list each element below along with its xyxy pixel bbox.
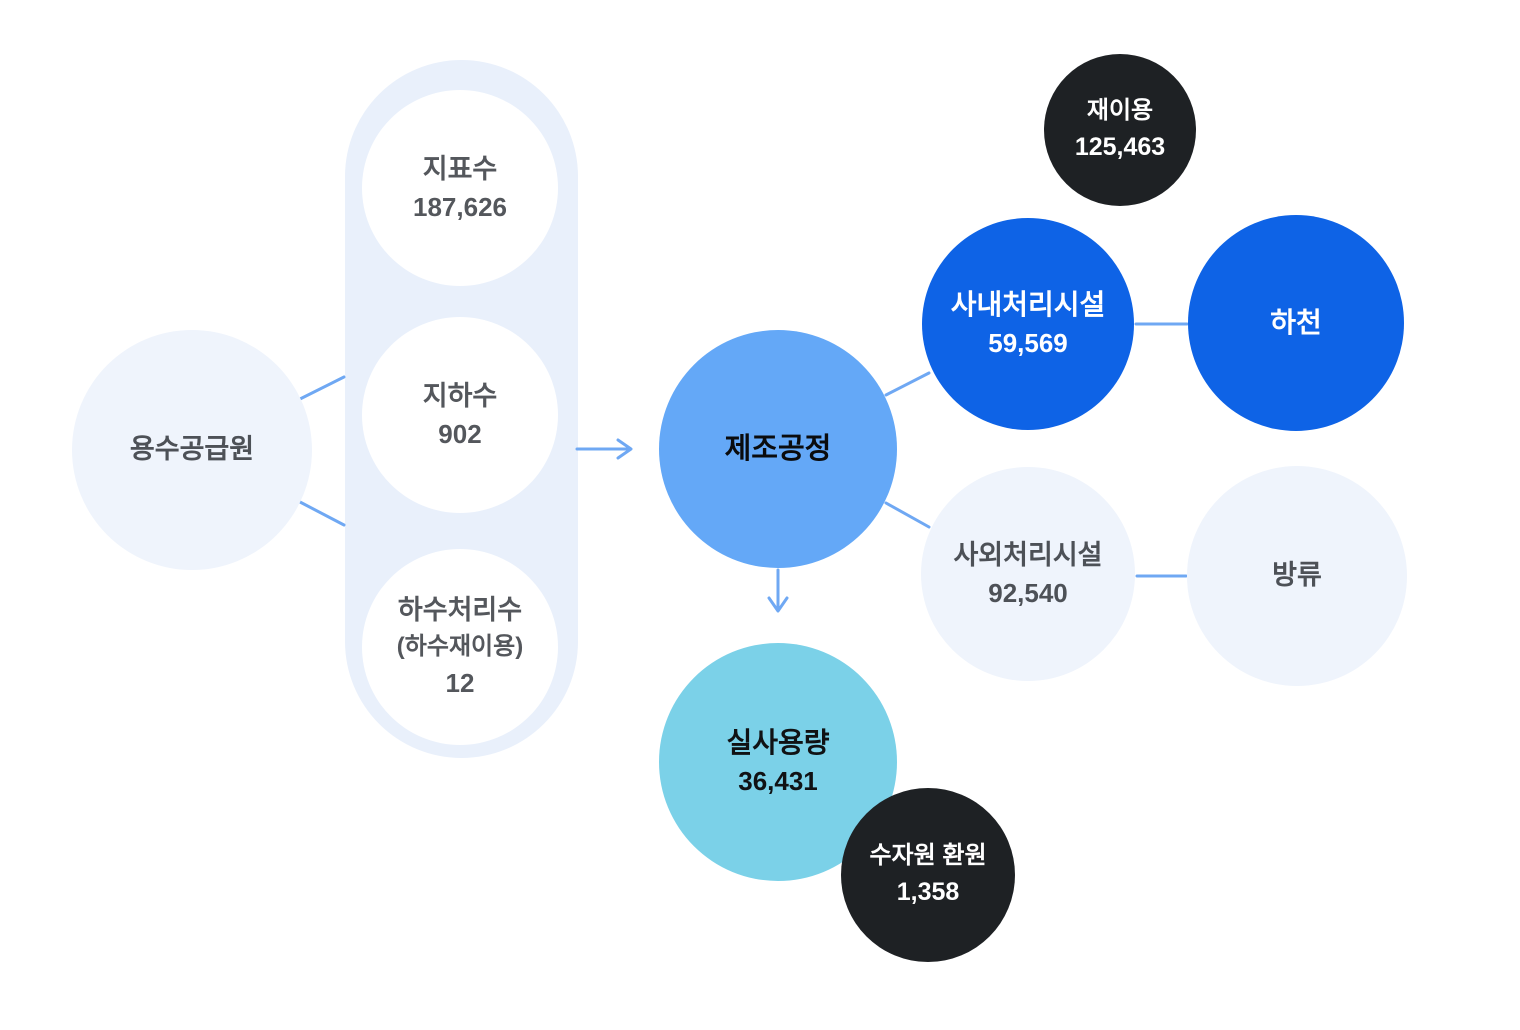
node-water-supply-source: 용수공급원	[72, 330, 312, 570]
node-sewage-treated-water: 하수처리수 (하수재이용) 12	[362, 549, 558, 745]
node-value: 12	[445, 668, 475, 699]
node-value: 59,569	[988, 328, 1068, 359]
node-ground-water: 지하수 902	[362, 317, 558, 513]
node-label: 수자원 환원	[869, 842, 987, 870]
node-value: 36,431	[738, 766, 818, 797]
node-river: 하천	[1188, 215, 1404, 431]
node-internal-treatment-facility: 사내처리시설 59,569	[922, 218, 1134, 430]
node-label: 하수처리수	[397, 595, 523, 626]
link-source-pill-upper	[298, 375, 346, 401]
node-surface-water: 지표수 187,626	[362, 90, 558, 286]
node-reuse: 재이용 125,463	[1044, 54, 1196, 206]
node-label: 용수공급원	[129, 434, 255, 465]
node-label: 제조공정	[724, 432, 832, 465]
node-sublabel: (하수재이용)	[396, 633, 524, 661]
node-value: 187,626	[413, 191, 507, 222]
node-discharge: 방류	[1187, 466, 1407, 686]
node-value: 902	[438, 418, 482, 449]
node-label: 방류	[1272, 560, 1322, 591]
link-source-pill-lower	[298, 500, 346, 527]
link-process-external	[884, 501, 931, 529]
node-value: 1,358	[896, 878, 960, 907]
node-label: 실사용량	[726, 726, 830, 758]
node-label: 지하수	[422, 380, 498, 411]
node-label: 재이용	[1086, 97, 1154, 125]
node-label: 사내처리시설	[950, 288, 1106, 320]
link-process-internal	[884, 371, 931, 397]
node-water-resource-return: 수자원 환원 1,358	[841, 788, 1015, 962]
node-label: 하천	[1270, 306, 1322, 338]
node-value: 125,463	[1074, 133, 1166, 162]
node-external-treatment-facility: 사외처리시설 92,540	[921, 467, 1135, 681]
node-label: 지표수	[422, 153, 498, 184]
node-label: 사외처리시설	[953, 539, 1103, 570]
node-manufacturing-process: 제조공정	[659, 330, 897, 568]
node-value: 92,540	[988, 577, 1068, 608]
